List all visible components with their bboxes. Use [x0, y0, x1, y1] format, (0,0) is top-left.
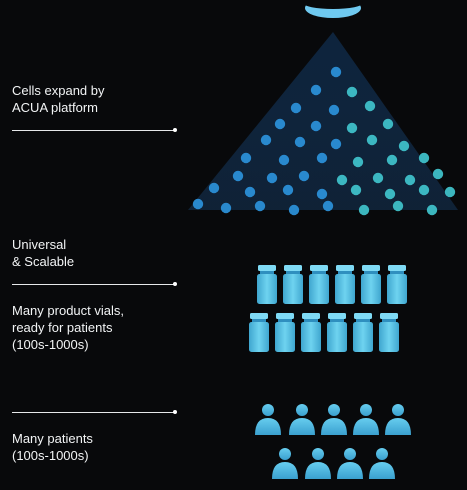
- divider-expand: [12, 128, 177, 132]
- cell-dot-icon: [288, 204, 300, 216]
- cell-dot-icon: [274, 118, 286, 130]
- person-icon: [321, 404, 347, 435]
- cell-dot-icon: [382, 118, 394, 130]
- cell-dot-icon: [372, 172, 384, 184]
- label-product-vials: Many product vials, ready for patients (…: [12, 303, 124, 352]
- cell-dot-icon: [260, 134, 272, 146]
- cell-dot-icon: [398, 140, 410, 152]
- cell-dot-icon: [278, 154, 290, 166]
- cell-dot-icon: [330, 138, 342, 150]
- cells-group: [192, 66, 456, 216]
- cell-dot-icon: [294, 136, 306, 148]
- cell-dot-icon: [336, 174, 348, 186]
- vial-icon: [249, 313, 269, 352]
- vial-icon: [379, 313, 399, 352]
- person-icon: [353, 404, 379, 435]
- vial-icon: [361, 265, 381, 304]
- cell-dot-icon: [426, 204, 438, 216]
- label-many-patients: Many patients (100s-1000s): [12, 431, 93, 463]
- cell-dot-icon: [404, 174, 416, 186]
- cell-dot-icon: [364, 100, 376, 112]
- person-icon: [305, 448, 331, 479]
- cell-dot-icon: [358, 204, 370, 216]
- vial-icon: [275, 313, 295, 352]
- divider-vials: [12, 410, 177, 414]
- cell-dot-icon: [282, 184, 294, 196]
- divider-universal: [12, 282, 177, 286]
- vial-icon: [283, 265, 303, 304]
- person-icon: [337, 448, 363, 479]
- cell-dot-icon: [352, 156, 364, 168]
- vial-icon: [387, 265, 407, 304]
- vials-group: [249, 265, 407, 352]
- cell-dot-icon: [350, 184, 362, 196]
- person-icon: [369, 448, 395, 479]
- cell-dot-icon: [254, 200, 266, 212]
- cell-dot-icon: [208, 182, 220, 194]
- cell-dot-icon: [316, 188, 328, 200]
- person-icon: [272, 448, 298, 479]
- vial-icon: [353, 313, 373, 352]
- expansion-cone: [188, 32, 458, 210]
- cell-dot-icon: [418, 152, 430, 164]
- cell-dot-icon: [418, 184, 430, 196]
- cell-dot-icon: [232, 170, 244, 182]
- vial-icon: [335, 265, 355, 304]
- cell-dot-icon: [346, 122, 358, 134]
- person-icon: [255, 404, 281, 435]
- cell-dot-icon: [192, 198, 204, 210]
- cell-dot-icon: [310, 120, 322, 132]
- patients-group: [255, 404, 411, 479]
- person-icon: [385, 404, 411, 435]
- vial-icon: [257, 265, 277, 304]
- cell-dot-icon: [444, 186, 456, 198]
- vial-icon: [301, 313, 321, 352]
- vial-icon: [309, 265, 329, 304]
- cell-dot-icon: [322, 200, 334, 212]
- vial-icon: [327, 313, 347, 352]
- cell-dot-icon: [330, 66, 342, 78]
- cell-dot-icon: [244, 186, 256, 198]
- cell-dot-icon: [316, 152, 328, 164]
- cell-dot-icon: [386, 154, 398, 166]
- cell-dot-icon: [310, 84, 322, 96]
- cell-dot-icon: [384, 188, 396, 200]
- person-icon: [289, 404, 315, 435]
- cell-dot-icon: [328, 104, 340, 116]
- cell-dot-icon: [366, 134, 378, 146]
- cell-dot-icon: [220, 202, 232, 214]
- cell-dot-icon: [290, 102, 302, 114]
- label-universal-scalable: Universal & Scalable: [12, 237, 75, 269]
- cell-dot-icon: [266, 172, 278, 184]
- cell-dot-icon: [432, 168, 444, 180]
- cell-dot-icon: [392, 200, 404, 212]
- cell-dot-icon: [298, 170, 310, 182]
- label-cells-expand: Cells expand by ACUA platform: [12, 83, 105, 115]
- cell-dot-icon: [240, 152, 252, 164]
- cell-dot-icon: [346, 86, 358, 98]
